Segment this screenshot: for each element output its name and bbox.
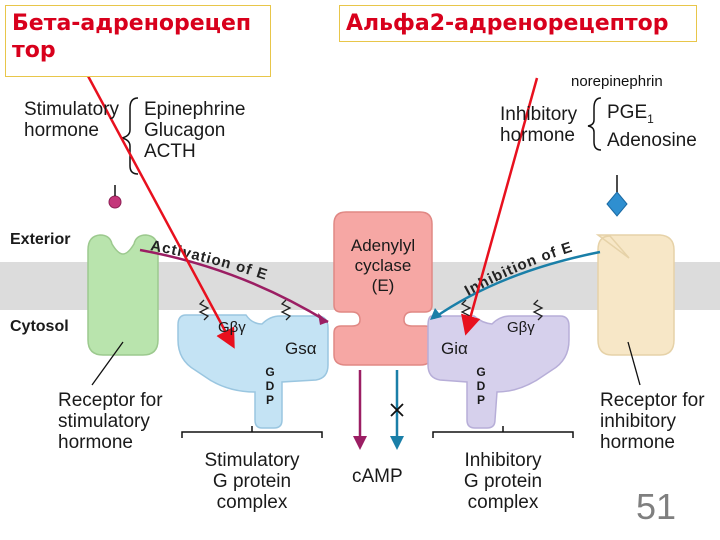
inhibitory-g-beta-gamma: Gβγ xyxy=(507,319,535,336)
stimulatory-g-beta-gamma: Gβγ xyxy=(218,319,246,336)
gdp-letter: G xyxy=(476,365,486,379)
adenylyl-cyclase-label: Adenylyl cyclase (E) xyxy=(334,236,432,296)
page-number: 51 xyxy=(636,486,677,527)
receptor-label-line: hormone xyxy=(600,432,675,453)
alpha2-title-text: Альфа2-адренорецептор xyxy=(346,11,669,36)
exterior-label: Exterior xyxy=(10,231,71,248)
complex-label-line: complex xyxy=(467,492,539,513)
blocked-x-icon xyxy=(390,403,404,417)
lipid-anchor xyxy=(280,299,292,321)
gdp-letter: P xyxy=(476,393,485,407)
stimulatory-label-line: Stimulatory xyxy=(24,99,120,120)
stimulatory-label-line: hormone xyxy=(24,120,99,141)
alpha2-receptor-arrow xyxy=(461,77,539,336)
complex-label-line: complex xyxy=(216,492,288,513)
pge-label: PGE xyxy=(607,102,648,123)
activation-arrow xyxy=(139,248,329,324)
adenylyl-line: Adenylyl xyxy=(350,236,416,255)
gdp-letter: D xyxy=(476,379,486,393)
adenylyl-cyclase xyxy=(333,211,433,366)
lipid-anchor xyxy=(198,299,210,321)
lipid-anchor xyxy=(532,299,544,321)
hormone-item: ACTH xyxy=(144,141,196,162)
inhibitory-complex-bracket xyxy=(432,426,574,438)
hormone-item: Adenosine xyxy=(607,129,697,151)
gdp-letter: D xyxy=(265,379,275,393)
complex-label-line: Inhibitory xyxy=(464,450,542,471)
adenylyl-line: (E) xyxy=(371,276,395,295)
camp-label: cAMP xyxy=(352,466,403,487)
inhibitory-receptor-label: Receptor for inhibitory hormone xyxy=(600,390,705,453)
alpha2-receptor-title: Альфа2-адренорецептор xyxy=(339,5,697,42)
stimulatory-ligand-icon xyxy=(108,195,122,209)
inhibitory-brace xyxy=(587,97,602,151)
activation-arrowhead xyxy=(318,313,328,325)
stimulatory-g-protein xyxy=(177,314,329,429)
inhibitory-g-protein xyxy=(427,315,570,429)
stimulatory-hormone-label: Stimulatory hormone xyxy=(24,99,119,141)
cytosol-label: Cytosol xyxy=(10,318,69,335)
camp-activation-arrowhead xyxy=(353,436,367,450)
stimulatory-receptor-label: Receptor for stimulatory hormone xyxy=(58,390,163,453)
beta-receptor-title: Бета-адренорецеп тор xyxy=(5,5,271,77)
hormone-item: Epinephrine xyxy=(144,99,246,120)
inhibitory-gdp: G D P xyxy=(475,365,487,407)
hormone-item: PGE1 xyxy=(607,102,697,130)
inhibitory-complex-label: Inhibitory G protein complex xyxy=(433,450,573,513)
inhibitory-label-line: hormone xyxy=(500,125,575,146)
hormone-item: Glucagon xyxy=(144,120,226,141)
stimulatory-receptor xyxy=(87,234,159,356)
gdp-letter: G xyxy=(265,365,275,379)
stimulatory-complex-label: Stimulatory G protein complex xyxy=(182,450,322,513)
gdp-letter: P xyxy=(265,393,274,407)
receptor-label-line: stimulatory xyxy=(58,411,150,432)
complex-label-line: Stimulatory xyxy=(204,450,300,471)
beta-title-line2: тор xyxy=(12,38,56,63)
stimulatory-hormone-list: Epinephrine Glucagon ACTH xyxy=(144,99,245,162)
inhibitory-g-i-alpha: Giα xyxy=(441,339,468,358)
beta-receptor-arrow xyxy=(86,75,235,349)
stimulatory-g-s-alpha: Gsα xyxy=(285,339,317,358)
receptor-label-line: Receptor for xyxy=(58,390,163,411)
receptor-pointer xyxy=(91,341,124,386)
beta-title-line1: Бета-адренорецеп xyxy=(12,11,252,36)
receptor-pointer xyxy=(627,341,641,386)
camp-inhibition-arrowhead xyxy=(390,436,404,450)
stimulatory-gdp: G D P xyxy=(264,365,276,407)
inhibitory-hormone-list: PGE1 Adenosine xyxy=(607,102,697,151)
inhibitory-receptor xyxy=(595,234,675,356)
adenylyl-line: cyclase xyxy=(354,256,412,275)
inhibitory-label-line: Inhibitory xyxy=(500,104,578,125)
receptor-label-line: inhibitory xyxy=(600,411,677,432)
inhibition-arrow xyxy=(433,250,601,320)
complex-label-line: G protein xyxy=(463,471,543,492)
complex-label-line: G protein xyxy=(212,471,292,492)
receptor-label-line: hormone xyxy=(58,432,133,453)
pge-subscript: 1 xyxy=(647,111,654,126)
receptor-label-line: Receptor for xyxy=(600,390,705,411)
norepinephrine-label: norepinephrin xyxy=(571,73,663,90)
inhibition-arrowhead xyxy=(430,308,442,320)
inhibitory-hormone-label: Inhibitory hormone xyxy=(500,104,577,146)
inhibitory-ligand-icon xyxy=(606,191,628,217)
stimulatory-complex-bracket xyxy=(181,426,323,438)
